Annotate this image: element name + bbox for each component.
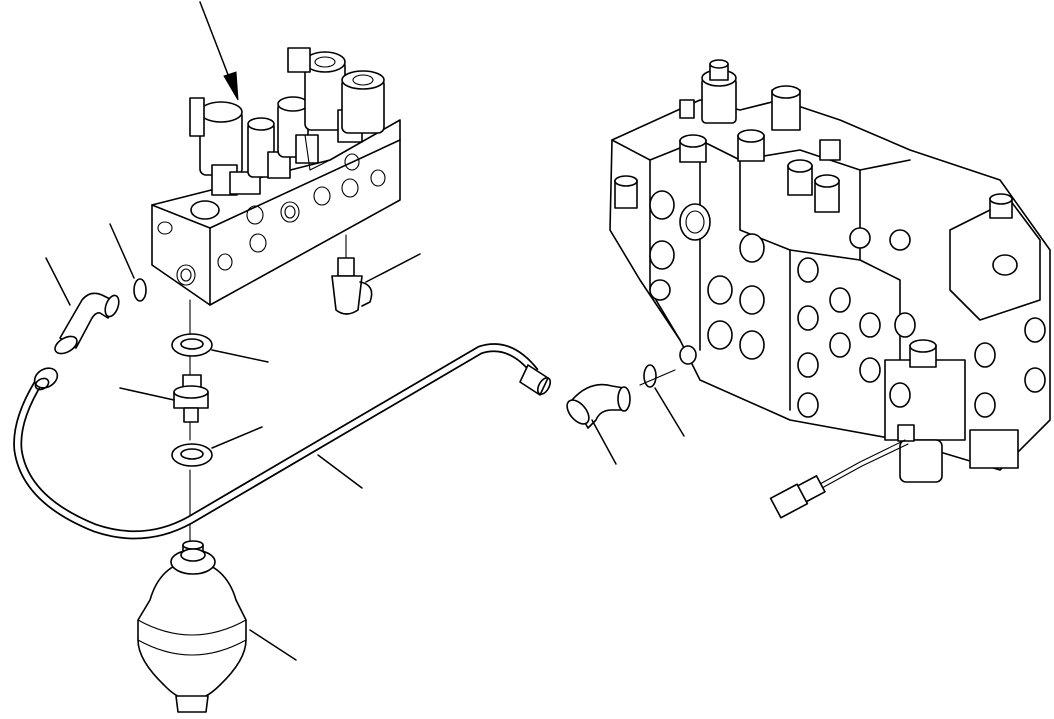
washer-upper <box>171 333 269 363</box>
accumulator <box>137 540 297 713</box>
elbow-fitting-right <box>566 369 676 465</box>
adapter-fitting <box>119 374 209 423</box>
pressure-switch <box>331 234 421 315</box>
main-control-valve <box>609 59 1051 519</box>
washer-lower <box>171 426 263 467</box>
o-ring-upper-left <box>109 223 147 302</box>
elbow-fitting-left <box>45 257 120 355</box>
callout-arrow <box>199 1 239 101</box>
o-ring-right <box>643 364 685 437</box>
solenoid-valve-block <box>151 47 401 306</box>
hose-tube <box>13 343 552 540</box>
